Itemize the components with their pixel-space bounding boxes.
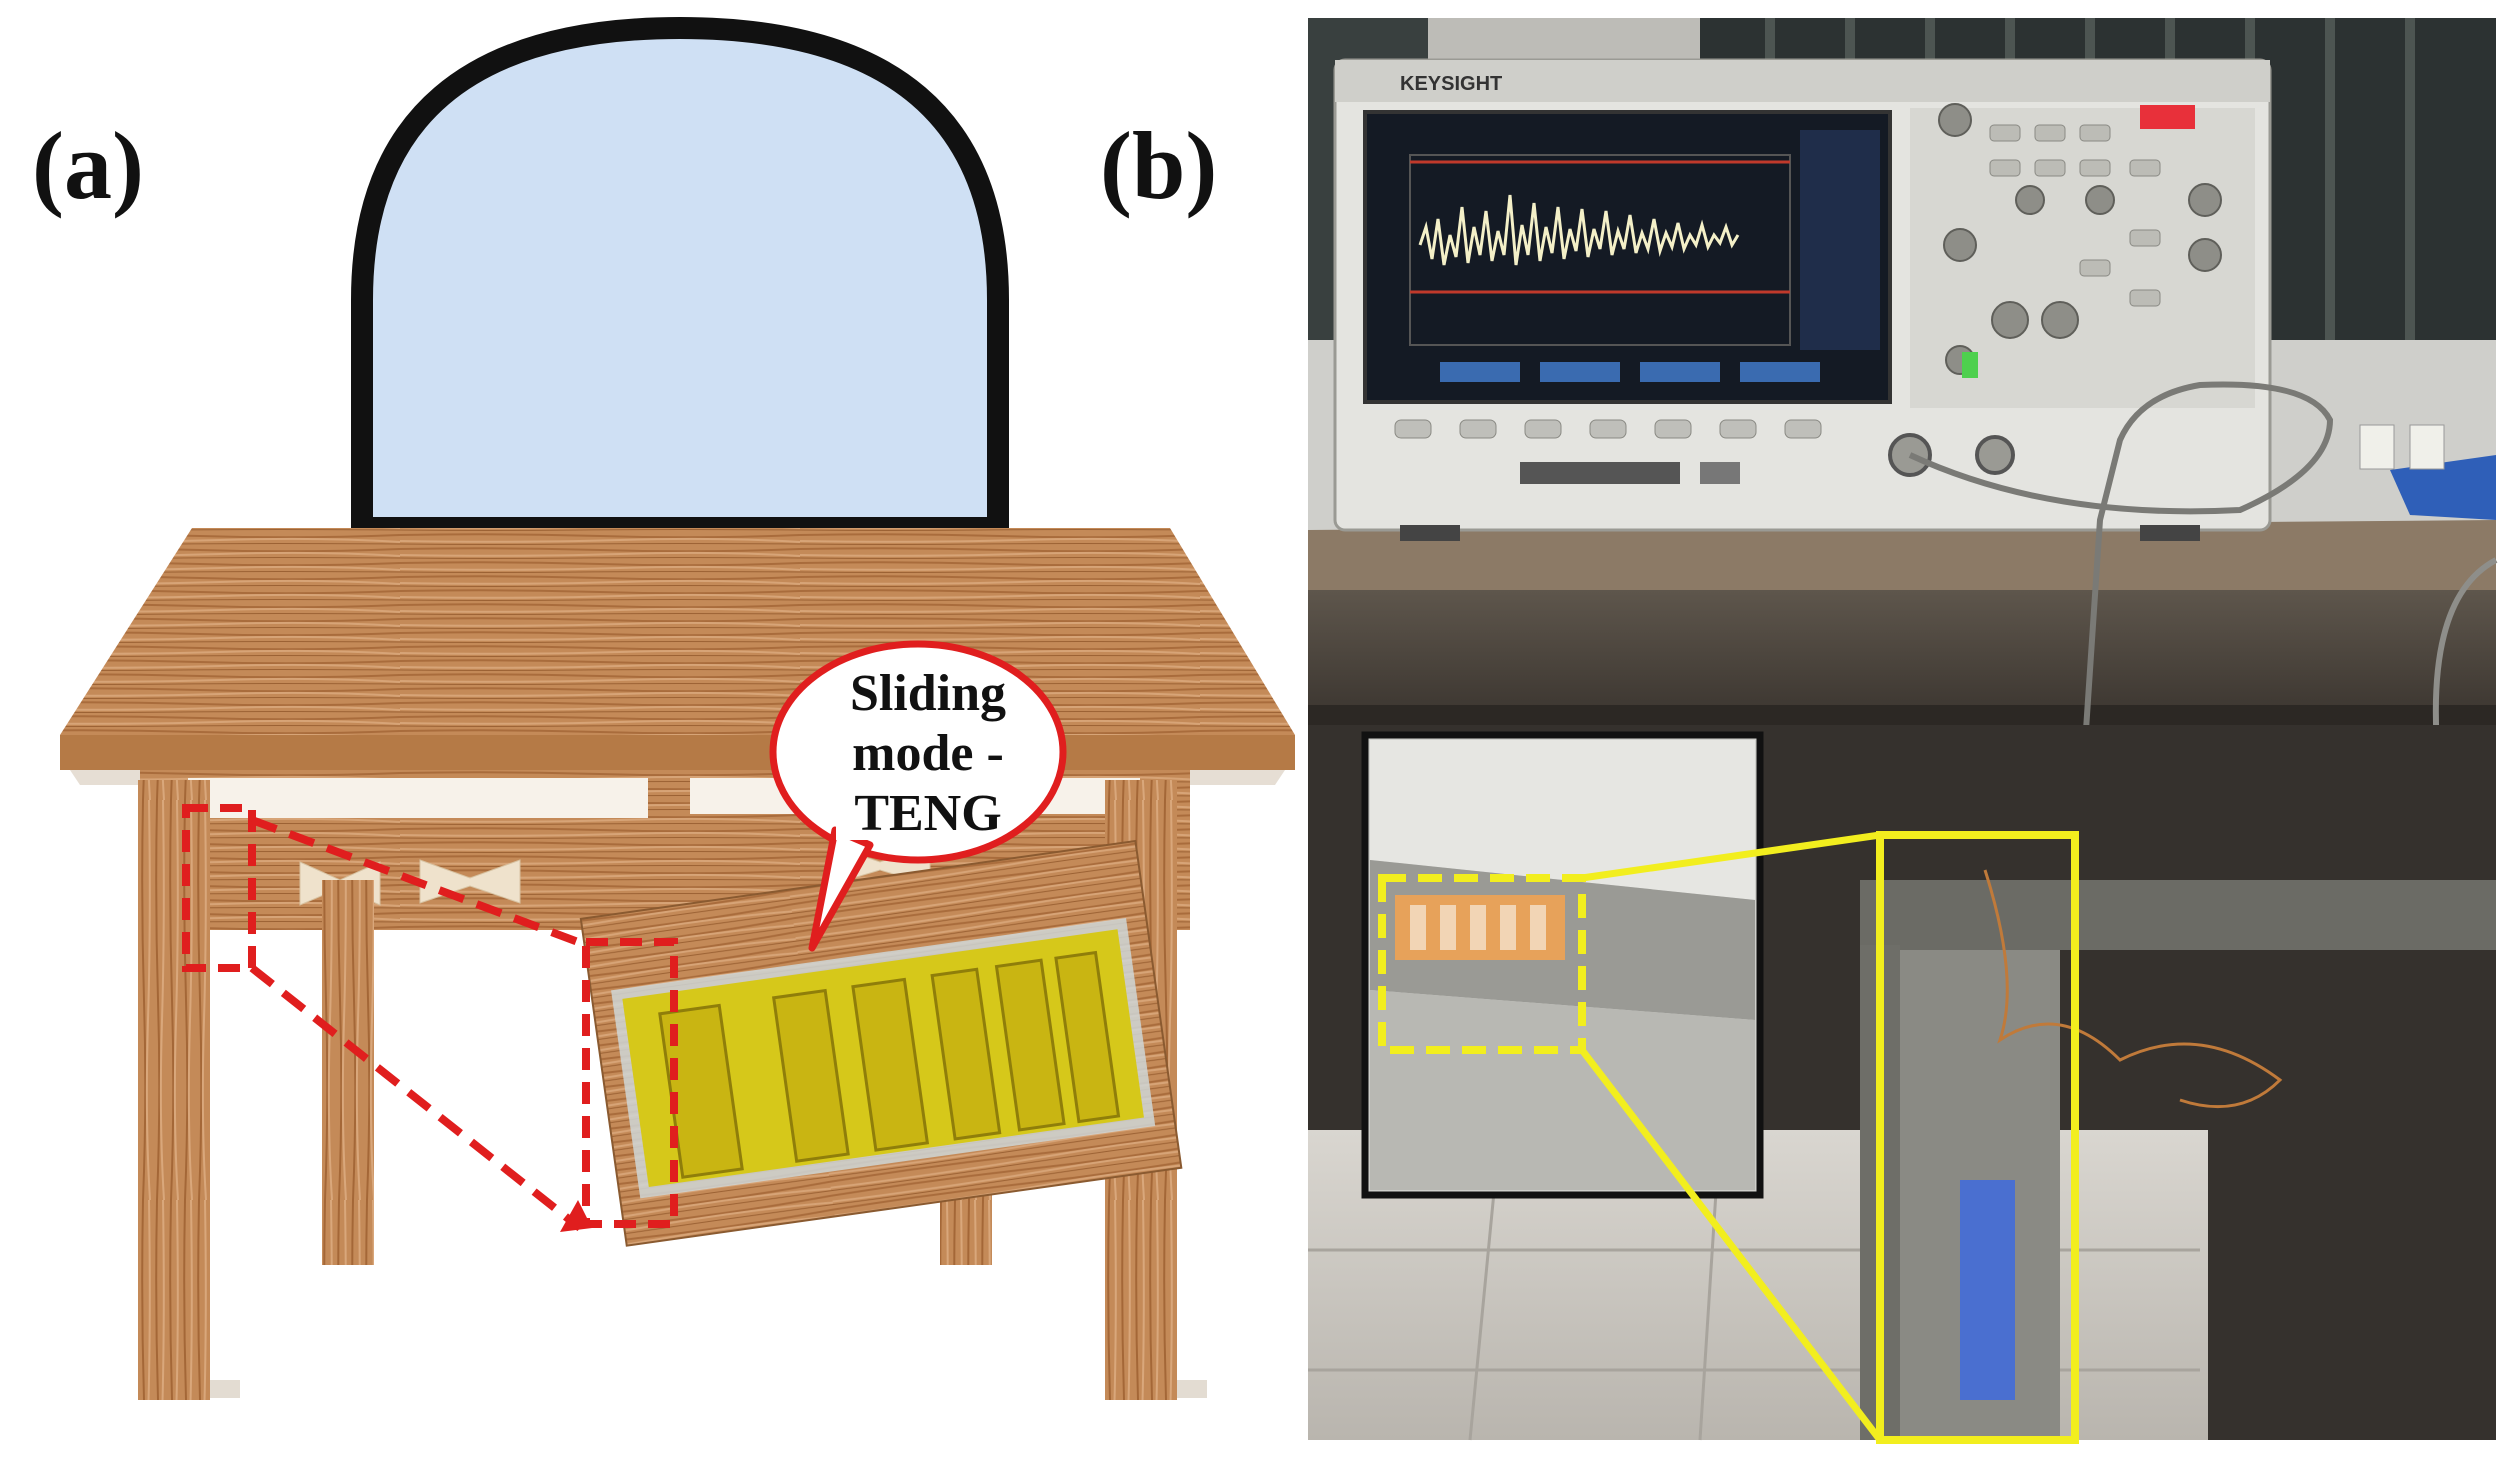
metal-frame [1860, 880, 2496, 950]
panel-b-label: (b) [1100, 112, 1218, 219]
table-leg-back-left [322, 880, 374, 1265]
oscilloscope: KEYSIGHT [1333, 58, 2272, 541]
table-top-edge [60, 735, 1295, 770]
oscilloscope-brand: KEYSIGHT [1400, 73, 1502, 95]
drawer-inset-photo [1361, 731, 1764, 1199]
highlight-box-table [182, 804, 256, 972]
bench-top [1308, 520, 2496, 600]
blue-cloth [2390, 455, 2496, 520]
callout-line-1: Sliding [850, 665, 1006, 722]
highlight-box-inset [582, 938, 678, 1228]
yellow-zoom-line-bottom [1579, 1047, 1883, 1443]
callout-line-3: TENG [854, 785, 1001, 842]
highlight-box-inset-yellow [1378, 874, 1586, 1054]
blue-cloth-drawer [1960, 1180, 2015, 1400]
highlight-box-drawer [1876, 831, 2079, 1444]
yellow-zoom-line-top [1581, 831, 1881, 882]
teng-electrode-5 [994, 958, 1066, 1132]
waveform-trace [1418, 194, 1740, 266]
teng-wires [1983, 869, 2283, 1109]
teng-electrode-2 [771, 988, 850, 1163]
panel-a-label: (a) [32, 112, 144, 219]
dressing-table-illustration: Sliding mode - TENG [60, 16, 1295, 1400]
drawer-opening [188, 778, 648, 818]
teng-electrode-3 [851, 977, 930, 1152]
callout-line-2: mode - [852, 725, 1004, 782]
teng-electrode-6 [1054, 950, 1121, 1124]
zoom-arrowhead [560, 1200, 592, 1232]
table-leg-front-left [138, 780, 210, 1400]
zoom-line-bottom [249, 964, 583, 1232]
teng-inset-photo [579, 839, 1183, 1247]
mirror [351, 16, 1009, 539]
callout-bubble [769, 640, 1067, 864]
oscilloscope-run-indicator [2140, 105, 2195, 129]
bench-front [1308, 590, 2496, 710]
lab-photo: KEYSIGHT [1308, 18, 2498, 1444]
probe-cable [1908, 381, 2334, 821]
zoom-line-top [250, 816, 588, 949]
table-top [60, 528, 1295, 735]
teng-electrode-4 [930, 967, 1002, 1141]
